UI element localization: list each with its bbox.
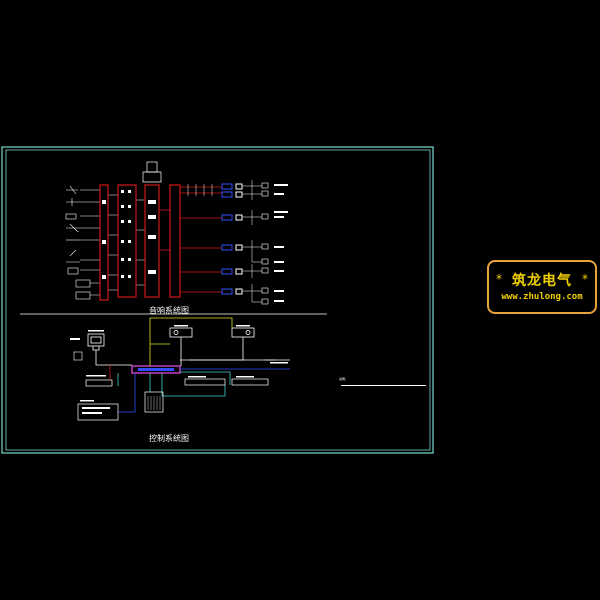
device-labels <box>80 362 288 414</box>
input-wiring <box>80 189 145 296</box>
speaker-labels <box>274 184 288 302</box>
notes-area: 说明： <box>339 376 426 386</box>
watermark-star-left: * <box>496 272 502 286</box>
equipment-racks <box>99 184 181 301</box>
watermark-star-right: * <box>582 272 588 286</box>
notes-text-line <box>341 385 426 386</box>
notes-label: 说明： <box>339 376 348 381</box>
rack-components <box>102 190 156 279</box>
control-devices <box>77 378 269 421</box>
projector-labels <box>174 325 250 327</box>
watermark-title: 筑龙电气 <box>512 273 572 289</box>
speakers <box>261 182 269 305</box>
mixer-console <box>142 161 162 183</box>
sound-system-diagram: 音响系统图 <box>65 161 288 315</box>
drawing-frame <box>1 146 434 454</box>
projectors <box>169 327 255 338</box>
control-cables <box>95 317 290 413</box>
central-controller <box>131 365 181 374</box>
sound-system-caption: 音响系统图 <box>149 305 189 315</box>
monitor-label <box>70 330 104 340</box>
input-sources <box>65 185 91 300</box>
touch-panel-monitor <box>87 333 105 351</box>
controller-inner <box>138 368 174 371</box>
watermark-url: www.zhulong.com <box>501 292 583 302</box>
control-system-caption: 控制系统图 <box>149 433 189 443</box>
speaker-wiring <box>242 180 262 303</box>
output-links <box>187 184 213 196</box>
watermark-logo: * 筑龙电气 * www.zhulong.com <box>487 260 597 314</box>
output-wiring <box>159 186 222 293</box>
relay-module-slots <box>147 396 161 410</box>
control-system-diagram: 控制系统图 <box>70 317 290 443</box>
power-amplifiers <box>221 183 243 295</box>
control-panel-icon <box>73 351 83 361</box>
